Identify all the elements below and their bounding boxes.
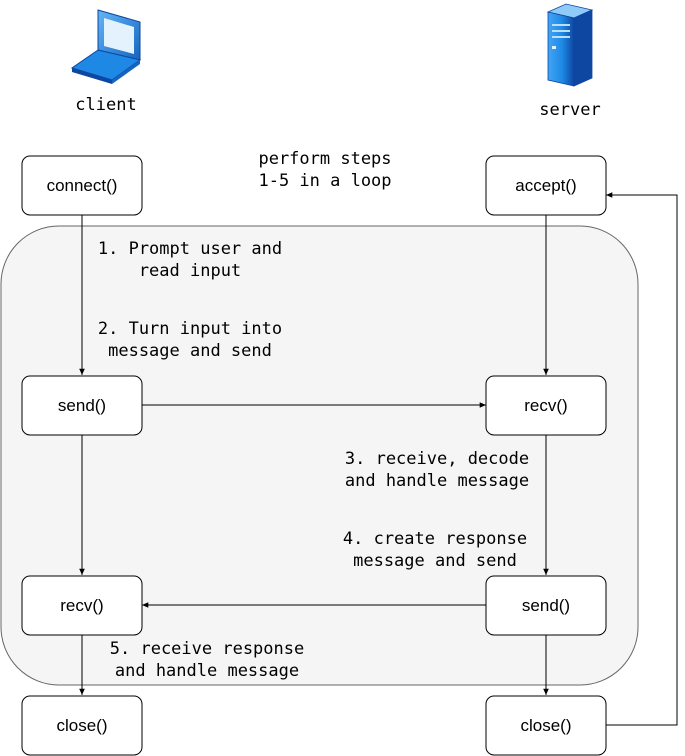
box-server-recv-label: recv() [524,396,567,415]
laptop-icon [70,9,142,84]
loop-note-line1: perform steps [258,149,391,169]
step-5-line1: 5. receive response [110,639,304,659]
box-client-recv: recv() [21,575,143,636]
box-server-send: send() [485,575,607,636]
step-1: 1. Prompt user and read input [98,239,282,281]
box-client-send: send() [21,375,143,436]
server-label: server [539,100,600,120]
step-3: 3. receive, decode and handle message [345,449,529,491]
box-server-send-label: send() [522,596,570,615]
client-label: client [75,95,136,115]
box-client-recv-label: recv() [60,596,103,615]
box-connect: connect() [21,155,143,216]
step-1-line1: 1. Prompt user and [98,239,282,259]
step-2: 2. Turn input into message and send [98,319,282,361]
box-client-close-label: close() [56,716,107,735]
step-3-line2: and handle message [345,471,529,491]
box-client-send-label: send() [58,396,106,415]
server-tower-icon [546,3,594,87]
step-5: 5. receive response and handle message [110,639,304,681]
step-5-line2: and handle message [115,661,299,681]
step-3-line1: 3. receive, decode [345,449,529,469]
box-accept: accept() [485,155,607,216]
step-4-line1: 4. create response [343,529,527,549]
box-connect-label: connect() [47,176,118,195]
loop-note-line2: 1-5 in a loop [258,171,391,191]
box-server-close-label: close() [520,716,571,735]
loop-region [0,225,639,686]
step-1-line2: read input [139,261,241,281]
box-accept-label: accept() [515,176,576,195]
step-4-line2: message and send [353,551,517,571]
step-4: 4. create response message and send [343,529,527,571]
step-2-line1: 2. Turn input into [98,319,282,339]
arrow-close-loop-back-to-accept [606,192,678,726]
box-server-close: close() [485,695,607,756]
box-client-close: close() [21,695,143,756]
connectors [79,192,678,726]
step-2-line2: message and send [108,341,272,361]
box-server-recv: recv() [485,375,607,436]
